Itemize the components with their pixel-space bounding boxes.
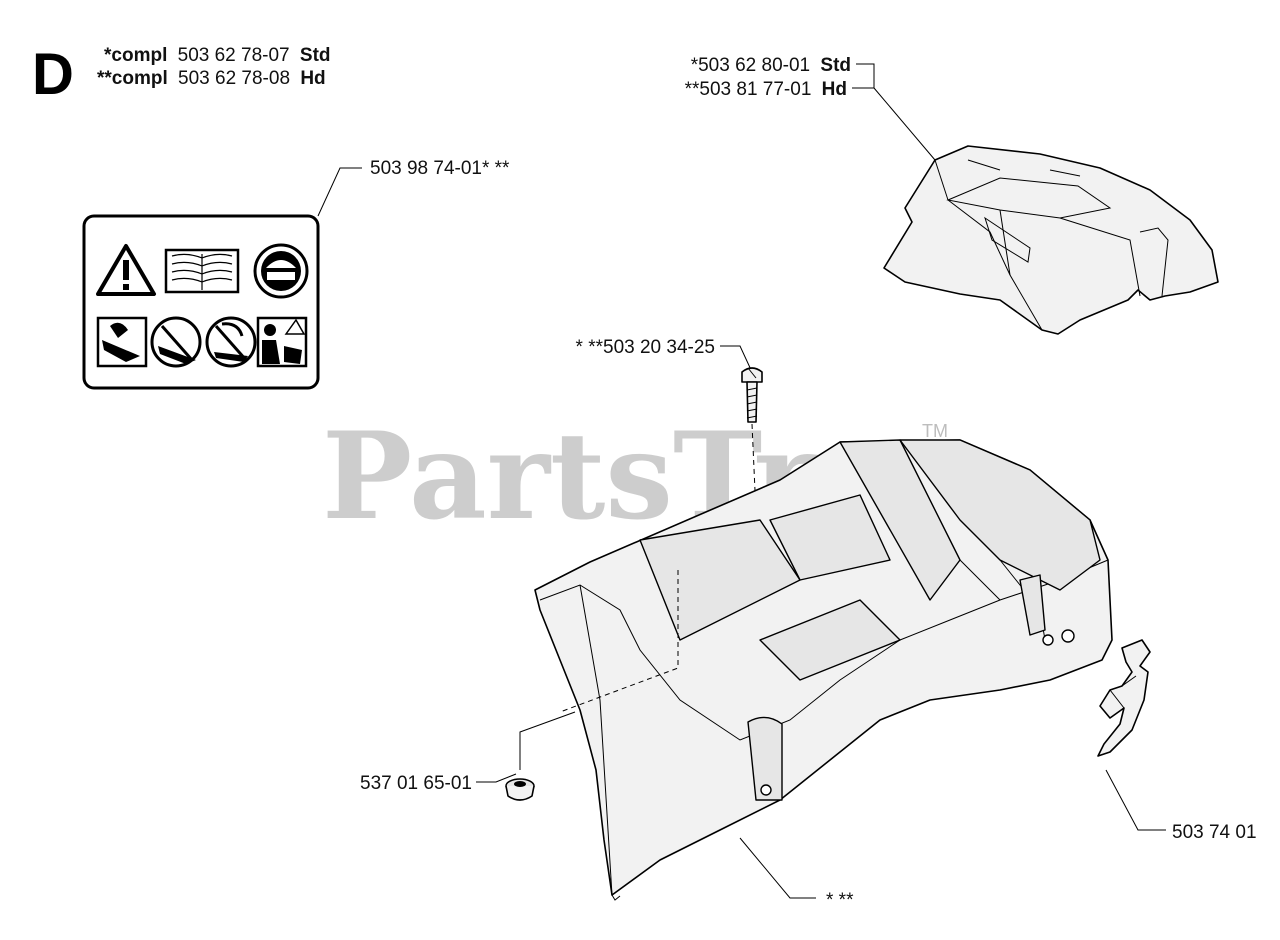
screw-leader xyxy=(720,345,753,373)
no-kickback-icon xyxy=(205,316,257,368)
section-letter: D xyxy=(32,42,74,107)
manual-book-icon xyxy=(164,248,240,294)
cover-leader xyxy=(739,837,816,899)
grommet-leader xyxy=(476,711,576,783)
no-one-hand-icon xyxy=(150,316,202,368)
top-cover-std-callout[interactable]: *503 62 80-01 Std xyxy=(691,55,851,76)
screw-part[interactable] xyxy=(741,367,769,781)
warning-triangle-icon xyxy=(96,244,156,296)
top-cover-leader xyxy=(852,63,936,161)
safety-decal[interactable] xyxy=(82,214,320,390)
decal-callout[interactable]: 503 98 74-01* ** xyxy=(370,158,510,179)
grommet-part[interactable] xyxy=(505,778,535,801)
decal-leader xyxy=(317,167,362,217)
grommet-callout[interactable]: 537 01 65-01 xyxy=(360,773,472,794)
clip-callout[interactable]: 503 74 01 xyxy=(1172,822,1257,843)
head-protection-icon xyxy=(253,243,309,299)
clip-leader xyxy=(1105,769,1166,831)
clip-part[interactable] xyxy=(1097,639,1151,757)
main-cover-part[interactable] xyxy=(534,439,1113,901)
top-cover-hd-callout[interactable]: **503 81 77-01 Hd xyxy=(685,79,847,100)
top-cover-part[interactable] xyxy=(883,145,1219,335)
two-hand-operation-icon xyxy=(256,316,308,368)
screw-callout[interactable]: * **503 20 34-25 xyxy=(576,337,715,358)
watermark-trademark: TM xyxy=(922,421,948,441)
assembly-std-label: *compl 503 62 78-07 Std xyxy=(104,45,331,66)
hand-chain-icon xyxy=(96,316,148,368)
cover-callout[interactable]: * ** xyxy=(826,890,854,911)
assembly-hd-label: **compl 503 62 78-08 Hd xyxy=(97,68,326,89)
